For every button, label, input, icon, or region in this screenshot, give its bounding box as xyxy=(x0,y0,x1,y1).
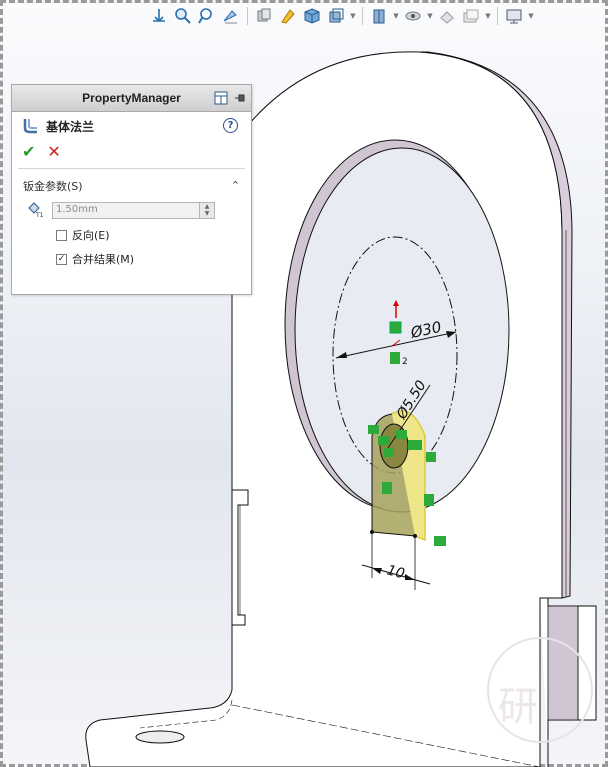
merge-result-option[interactable]: ✓ 合并结果(M) xyxy=(12,247,251,271)
toolbar-separator xyxy=(362,7,363,25)
display-style-icon[interactable] xyxy=(325,5,347,27)
flange-thickness-edge xyxy=(419,51,573,599)
divider xyxy=(18,168,245,169)
merge-result-label: 合并结果(M) xyxy=(72,253,135,266)
chevron-down-icon[interactable]: ▼ xyxy=(427,12,433,20)
edit-appearance-icon[interactable] xyxy=(402,5,424,27)
collapse-icon[interactable]: ⌃ xyxy=(230,179,240,192)
watermark-text: 研 xyxy=(498,684,538,730)
reverse-direction-checkbox[interactable] xyxy=(56,229,67,241)
zoom-area-icon[interactable] xyxy=(196,5,218,27)
chevron-down-icon[interactable]: ▼ xyxy=(485,12,491,20)
svg-text:T1: T1 xyxy=(35,212,44,218)
watermark-seal xyxy=(487,637,593,743)
feature-row: 基体法兰 ? xyxy=(12,112,251,140)
reverse-direction-label: 反向(E) xyxy=(72,229,110,242)
previous-view-icon[interactable] xyxy=(220,5,242,27)
group-title: 钣金参数(S) xyxy=(23,180,83,193)
thickness-stepper[interactable]: ▲ ▼ xyxy=(199,202,214,218)
chevron-down-icon[interactable]: ▼ xyxy=(528,12,534,20)
thickness-row: T1 1.50mm ▲ ▼ xyxy=(12,197,251,223)
chevron-down-icon[interactable]: ▼ xyxy=(350,12,356,20)
thickness-icon: T1 xyxy=(26,200,44,221)
toolbar-separator xyxy=(247,7,248,25)
split-panel-icon[interactable] xyxy=(213,90,228,105)
svg-text:2: 2 xyxy=(402,357,408,367)
property-manager-panel: PropertyManager 基体法兰 ? ✔ ✕ 钣金参数(S) ⌃ T1 … xyxy=(11,84,252,295)
property-manager-title: PropertyManager xyxy=(82,91,181,105)
heads-up-view-toolbar: ▼ ▼ ▼ ▼ ▼ xyxy=(148,4,535,28)
action-buttons: ✔ ✕ xyxy=(12,140,251,162)
merge-result-checkbox[interactable]: ✓ xyxy=(56,253,67,265)
property-manager-header: PropertyManager xyxy=(12,85,251,112)
monitor-icon[interactable] xyxy=(503,5,525,27)
base-hole xyxy=(135,730,185,744)
spin-up-icon[interactable]: ▲ xyxy=(204,202,210,210)
reverse-direction-option[interactable]: 反向(E) xyxy=(12,223,251,247)
dimension-width-10[interactable]: 10 xyxy=(385,562,406,582)
base-plate xyxy=(85,689,540,767)
apply-scene-icon[interactable] xyxy=(436,5,458,27)
help-icon[interactable]: ? xyxy=(223,118,238,133)
dynamic-annotation-icon[interactable] xyxy=(277,5,299,27)
pin-icon[interactable] xyxy=(232,90,247,105)
sheet-metal-parameters-group[interactable]: 钣金参数(S) ⌃ xyxy=(12,175,251,197)
flange-left-edge xyxy=(231,146,249,690)
hide-show-items-icon[interactable] xyxy=(368,5,390,27)
ok-button[interactable]: ✔ xyxy=(22,141,36,161)
cancel-button[interactable]: ✕ xyxy=(47,141,61,161)
zoom-to-fit-icon[interactable] xyxy=(172,5,194,27)
view-orientation-icon[interactable] xyxy=(148,5,170,27)
view-settings-icon[interactable] xyxy=(460,5,482,27)
thickness-field[interactable]: 1.50mm ▲ ▼ xyxy=(52,201,215,219)
feature-name: 基体法兰 xyxy=(46,119,95,134)
toolbar-separator xyxy=(497,7,498,25)
section-view-icon[interactable] xyxy=(253,5,275,27)
spin-down-icon[interactable]: ▼ xyxy=(204,209,210,217)
view-orientation-cube-icon[interactable] xyxy=(301,5,323,27)
thickness-value: 1.50mm xyxy=(56,203,98,215)
chevron-down-icon[interactable]: ▼ xyxy=(393,12,399,20)
base-flange-icon xyxy=(22,116,40,137)
